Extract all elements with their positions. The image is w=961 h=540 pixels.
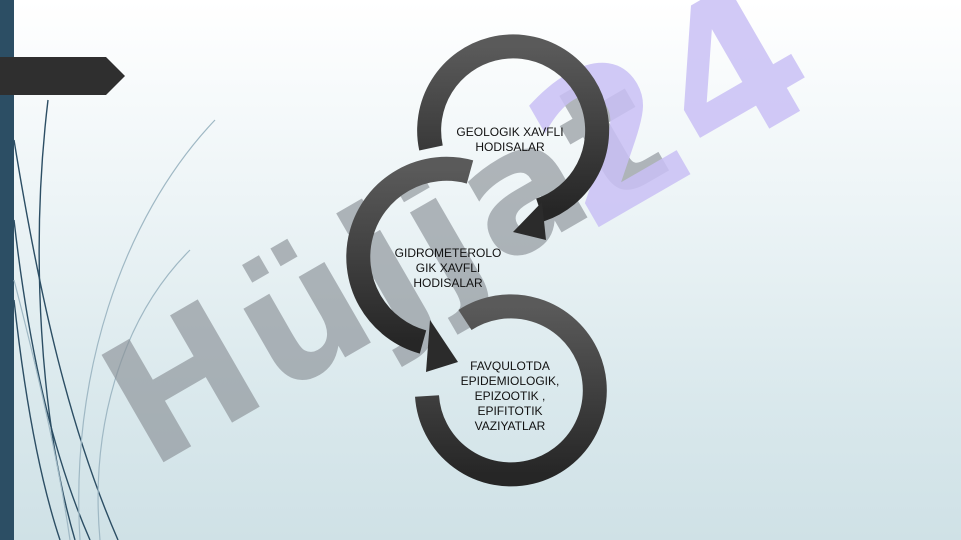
arrow-2-head	[426, 320, 458, 372]
arrow-1-head	[513, 202, 546, 240]
ring-3	[415, 294, 607, 487]
step-label-3: FAVQULOTDA EPIDEMIOLOGIK, EPIZOOTIK , EP…	[460, 359, 560, 433]
ring-2	[346, 156, 474, 354]
left-accent-bar	[0, 0, 14, 540]
step-label-1: GEOLOGIK XAVFLI HODISALAR	[456, 125, 564, 154]
ring-1	[417, 34, 610, 222]
step-label-2: GIDROMETEROLO GIK XAVFLI HODISALAR	[394, 246, 502, 290]
title-tab	[0, 57, 125, 95]
